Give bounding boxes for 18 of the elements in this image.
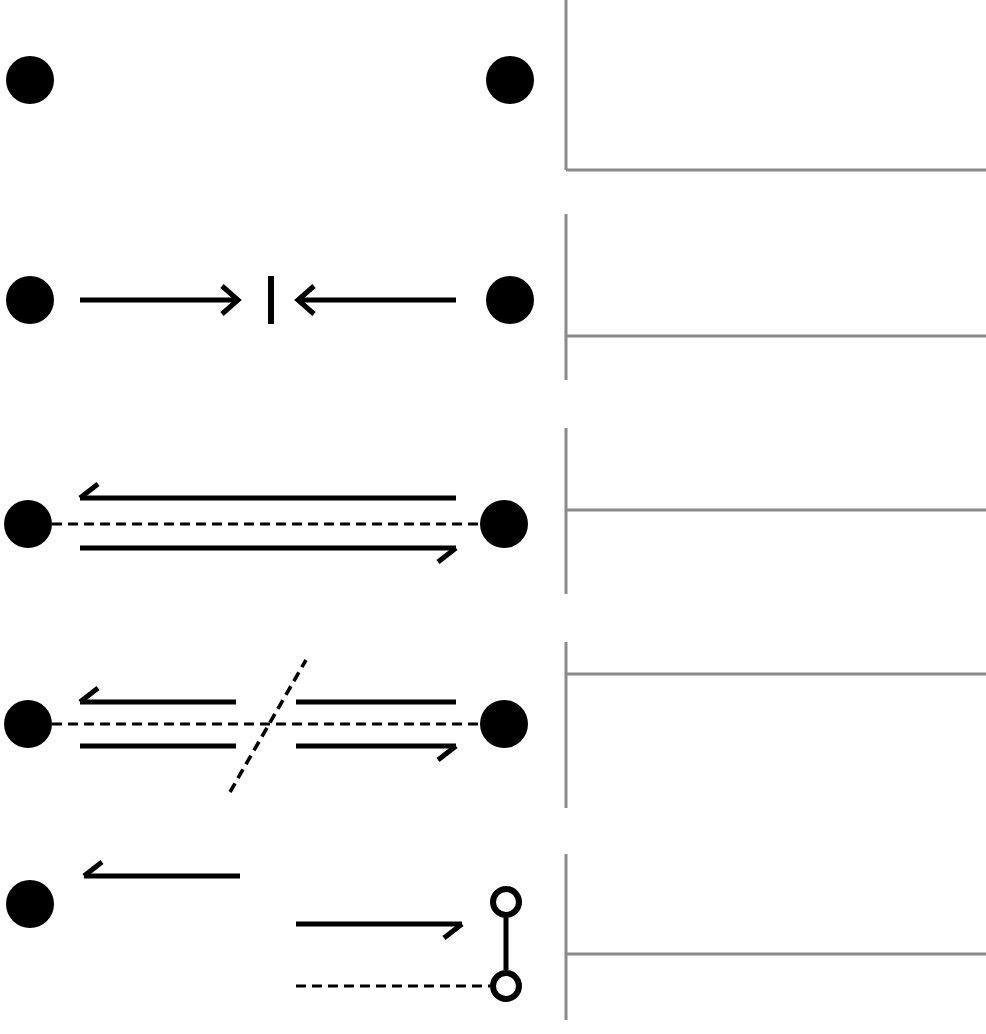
arrow xyxy=(295,283,456,317)
filled-dot xyxy=(480,700,528,748)
filled-dot xyxy=(4,700,52,748)
filled-dot xyxy=(4,500,52,548)
dashed-line xyxy=(52,522,480,526)
open-circle xyxy=(490,886,522,918)
barrier-bar xyxy=(268,276,273,324)
connector-line xyxy=(503,918,509,970)
dashed-line xyxy=(296,984,490,988)
open-circle xyxy=(490,970,522,1002)
arrow xyxy=(80,283,241,317)
filled-dot xyxy=(6,56,54,104)
dashed-line xyxy=(52,722,480,726)
filled-dot xyxy=(6,276,54,324)
filled-dot xyxy=(486,56,534,104)
filled-dot xyxy=(6,880,54,928)
filled-dot xyxy=(480,500,528,548)
filled-dot xyxy=(486,276,534,324)
